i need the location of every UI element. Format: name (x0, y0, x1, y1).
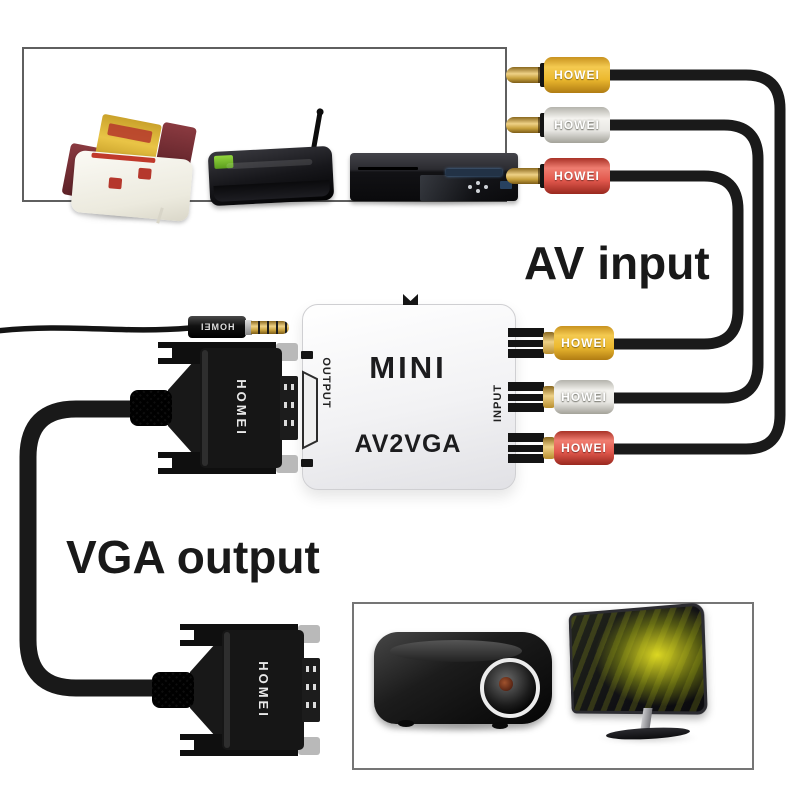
rca-plug-red-top: HOWEI (544, 158, 610, 194)
dvd-button (468, 185, 472, 189)
rca-ring-white (543, 386, 555, 408)
monitor-screen (568, 602, 708, 715)
converter-model: AV2VGA (354, 430, 462, 458)
vga-pins (284, 384, 294, 426)
vga-pins (306, 666, 316, 708)
tv-box-illustration (207, 107, 339, 211)
projector-lens (480, 658, 540, 718)
rca-plug-yellow-input: HOWEI (554, 326, 614, 360)
vga-dsub (280, 376, 298, 440)
vga-braid (152, 672, 194, 708)
dvd-button (484, 185, 488, 189)
rca-brand-label: HOWEI (561, 441, 607, 455)
vga-brand-label: HOMEI (234, 379, 249, 437)
monitor-stand-neck (640, 708, 653, 730)
rca-ring-yellow (543, 332, 555, 354)
rca-tip-yellow-top (506, 67, 546, 83)
dvd-body (350, 153, 518, 201)
vga-hood-body (222, 630, 304, 750)
vga-brand-label: HOMEI (256, 661, 271, 719)
av-input-label: AV input (524, 237, 710, 289)
audio-brand-label: HOMEI (199, 322, 235, 332)
vga-hood-funnel (190, 634, 224, 746)
audio-jack-tip (251, 321, 289, 334)
dvd-tray-slot (358, 167, 418, 170)
dvd-player-illustration (350, 149, 522, 209)
rca-tip-white-top (506, 117, 546, 133)
rca-plug-white-input: HOWEI (554, 380, 614, 414)
vga-female-port (302, 370, 318, 450)
rca-jack-white (508, 382, 544, 412)
rca-brand-label: HOWEI (561, 336, 607, 350)
cable-yellow-to-red (606, 69, 786, 455)
rca-collar-white-top (540, 113, 547, 137)
vga-hood-funnel (168, 352, 202, 464)
vga-connector-shape (158, 342, 298, 474)
rca-jack-yellow (508, 328, 544, 358)
mode-switch (403, 294, 418, 305)
cable-white-to-white (606, 119, 764, 404)
vga-cable (19, 400, 168, 697)
output-label: OUTPUT (320, 357, 332, 409)
rca-brand-label: HOWEI (554, 169, 600, 183)
dvd-button (476, 181, 480, 185)
rca-collar-red-top (540, 164, 547, 188)
dvd-display (446, 169, 502, 176)
converter-logo: MINI (369, 350, 447, 385)
rca-ring-red (543, 437, 555, 459)
projector-illustration (372, 628, 554, 734)
dvd-button (476, 189, 480, 193)
projector-body (374, 632, 552, 724)
vga-connector-left: HOMEI (130, 338, 300, 478)
vga-connector-shape (180, 624, 320, 756)
converter-body (302, 304, 516, 490)
audio-jack-plug: HOMEI (188, 316, 246, 338)
dvd-bluray-logo (500, 181, 512, 189)
audio-cable (0, 325, 191, 334)
rca-tip-red-top (506, 168, 546, 184)
rca-plug-red-input: HOWEI (554, 431, 614, 465)
vga-port-screw-bottom (301, 459, 313, 467)
vga-dsub (302, 658, 320, 722)
projector-foot (492, 722, 508, 729)
source-devices-box (22, 47, 518, 224)
rca-plug-white-top: HOWEI (544, 107, 610, 143)
vga-connector-bottom: HOMEI (152, 620, 322, 760)
monitor-illustration (558, 602, 708, 754)
rca-brand-label: HOWEI (561, 390, 607, 404)
vga-hood-body (200, 348, 282, 468)
rca-brand-label: HOWEI (554, 118, 600, 132)
rca-jack-red (508, 433, 544, 463)
rca-collar-yellow-top (540, 63, 547, 87)
audio-jack-neck (245, 320, 252, 335)
vga-port-screw-top (301, 351, 313, 359)
vga-hood-highlight (202, 350, 208, 466)
vga-hood-highlight (224, 632, 230, 748)
vga-braid (130, 390, 172, 426)
rca-brand-label: HOWEI (554, 68, 600, 82)
cable-red-to-yellow (606, 170, 744, 350)
vga-output-label: VGA output (66, 531, 320, 583)
input-label: INPUT (492, 384, 504, 422)
projector-foot (398, 720, 414, 727)
dvd-front-sheen (420, 175, 514, 201)
projector-top (390, 640, 522, 662)
rca-plug-yellow-top: HOWEI (544, 57, 610, 93)
